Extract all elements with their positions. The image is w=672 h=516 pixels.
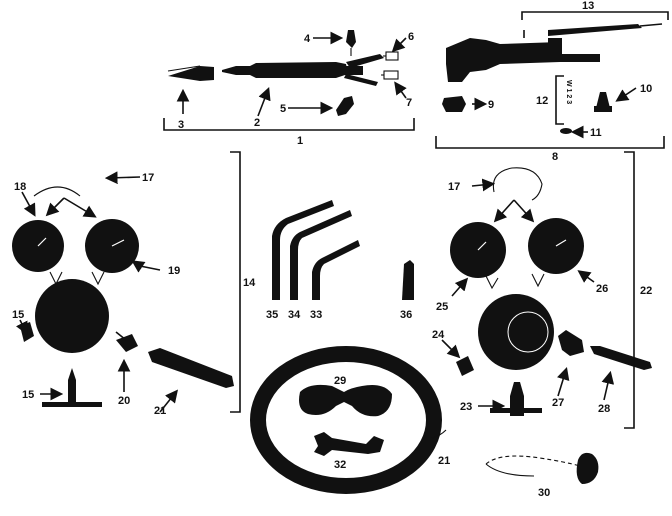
part-2-torch-handle [222, 62, 348, 78]
hose-assembly: 29 32 21 [250, 346, 450, 494]
regulator-body-right [478, 294, 554, 370]
part-11-washer [560, 128, 572, 134]
label-part-24: 24 [432, 329, 445, 341]
part-28-wrench-right [590, 346, 652, 370]
label-part-6: 6 [408, 31, 414, 43]
part-3-connector [167, 65, 214, 81]
label-part-28: 28 [598, 403, 610, 415]
label-part-23: 23 [460, 401, 472, 413]
label-part-9: 9 [488, 99, 494, 111]
label-part-21-left: 21 [154, 405, 166, 417]
label-part-35: 35 [266, 309, 278, 321]
part-7-fitting [381, 70, 399, 80]
regulator-body-left [35, 279, 109, 353]
label-part-25: 25 [436, 301, 448, 313]
label-part-13: 13 [582, 0, 594, 12]
label-part-21-hose: 21 [438, 455, 450, 467]
part-16-t-handle-screw [42, 368, 102, 407]
welding-tips: 35 34 33 36 [266, 200, 414, 321]
label-part-18: 18 [14, 181, 26, 193]
part-21-wrench-left [148, 348, 234, 388]
label-part-1: 1 [297, 135, 303, 147]
label-part-3: 3 [178, 119, 184, 131]
label-part-19: 19 [168, 265, 180, 277]
label-part-14: 14 [243, 277, 256, 289]
torch-assembly: 3 2 5 4 6 7 1 [163, 30, 415, 147]
label-part-27: 27 [552, 397, 564, 409]
part-4-nut [346, 30, 356, 56]
tube-markings: W 1 2 3 [565, 80, 572, 104]
label-part-11: 11 [590, 127, 602, 139]
label-part-26: 26 [596, 283, 608, 295]
regulator-left: 17 18 19 15 20 [12, 151, 256, 417]
label-part-12: 12 [536, 95, 548, 107]
label-part-15-lower: 15 [22, 389, 34, 401]
label-part-34: 34 [288, 309, 301, 321]
part-9-nut [442, 96, 466, 112]
label-part-10: 10 [640, 83, 652, 95]
label-part-5: 5 [280, 103, 286, 115]
part-6-fitting [383, 51, 399, 61]
part-20-fitting-left [115, 331, 138, 352]
hose-coil [250, 346, 442, 494]
part-10-tip [594, 92, 612, 112]
cutting-attachment: 13 9 12 W 1 2 3 11 10 8 [435, 0, 669, 163]
part-23-t-handle-screw [490, 382, 542, 416]
label-part-33: 33 [310, 309, 322, 321]
part-5-valve-knob [336, 96, 354, 116]
label-part-17-right: 17 [448, 181, 460, 193]
label-part-2: 2 [254, 117, 260, 129]
label-part-15-upper: 15 [12, 309, 24, 321]
label-part-30: 30 [538, 487, 550, 499]
part-24-adapter-right [456, 356, 474, 376]
regulator-right: 17 25 26 24 27 28 [432, 151, 652, 429]
label-part-17-left: 17 [142, 172, 154, 184]
part-30-striker: 30 [485, 452, 599, 499]
label-part-4: 4 [304, 33, 311, 45]
label-part-29: 29 [334, 375, 346, 387]
label-part-7: 7 [406, 97, 412, 109]
label-part-8: 8 [552, 151, 558, 163]
part-29-goggles [299, 384, 392, 417]
part-32-wrench [314, 432, 384, 456]
label-part-22: 22 [640, 285, 652, 297]
label-part-32: 32 [334, 459, 346, 471]
part-27-fitting-right [558, 330, 584, 356]
label-part-20: 20 [118, 395, 130, 407]
label-part-36: 36 [400, 309, 412, 321]
